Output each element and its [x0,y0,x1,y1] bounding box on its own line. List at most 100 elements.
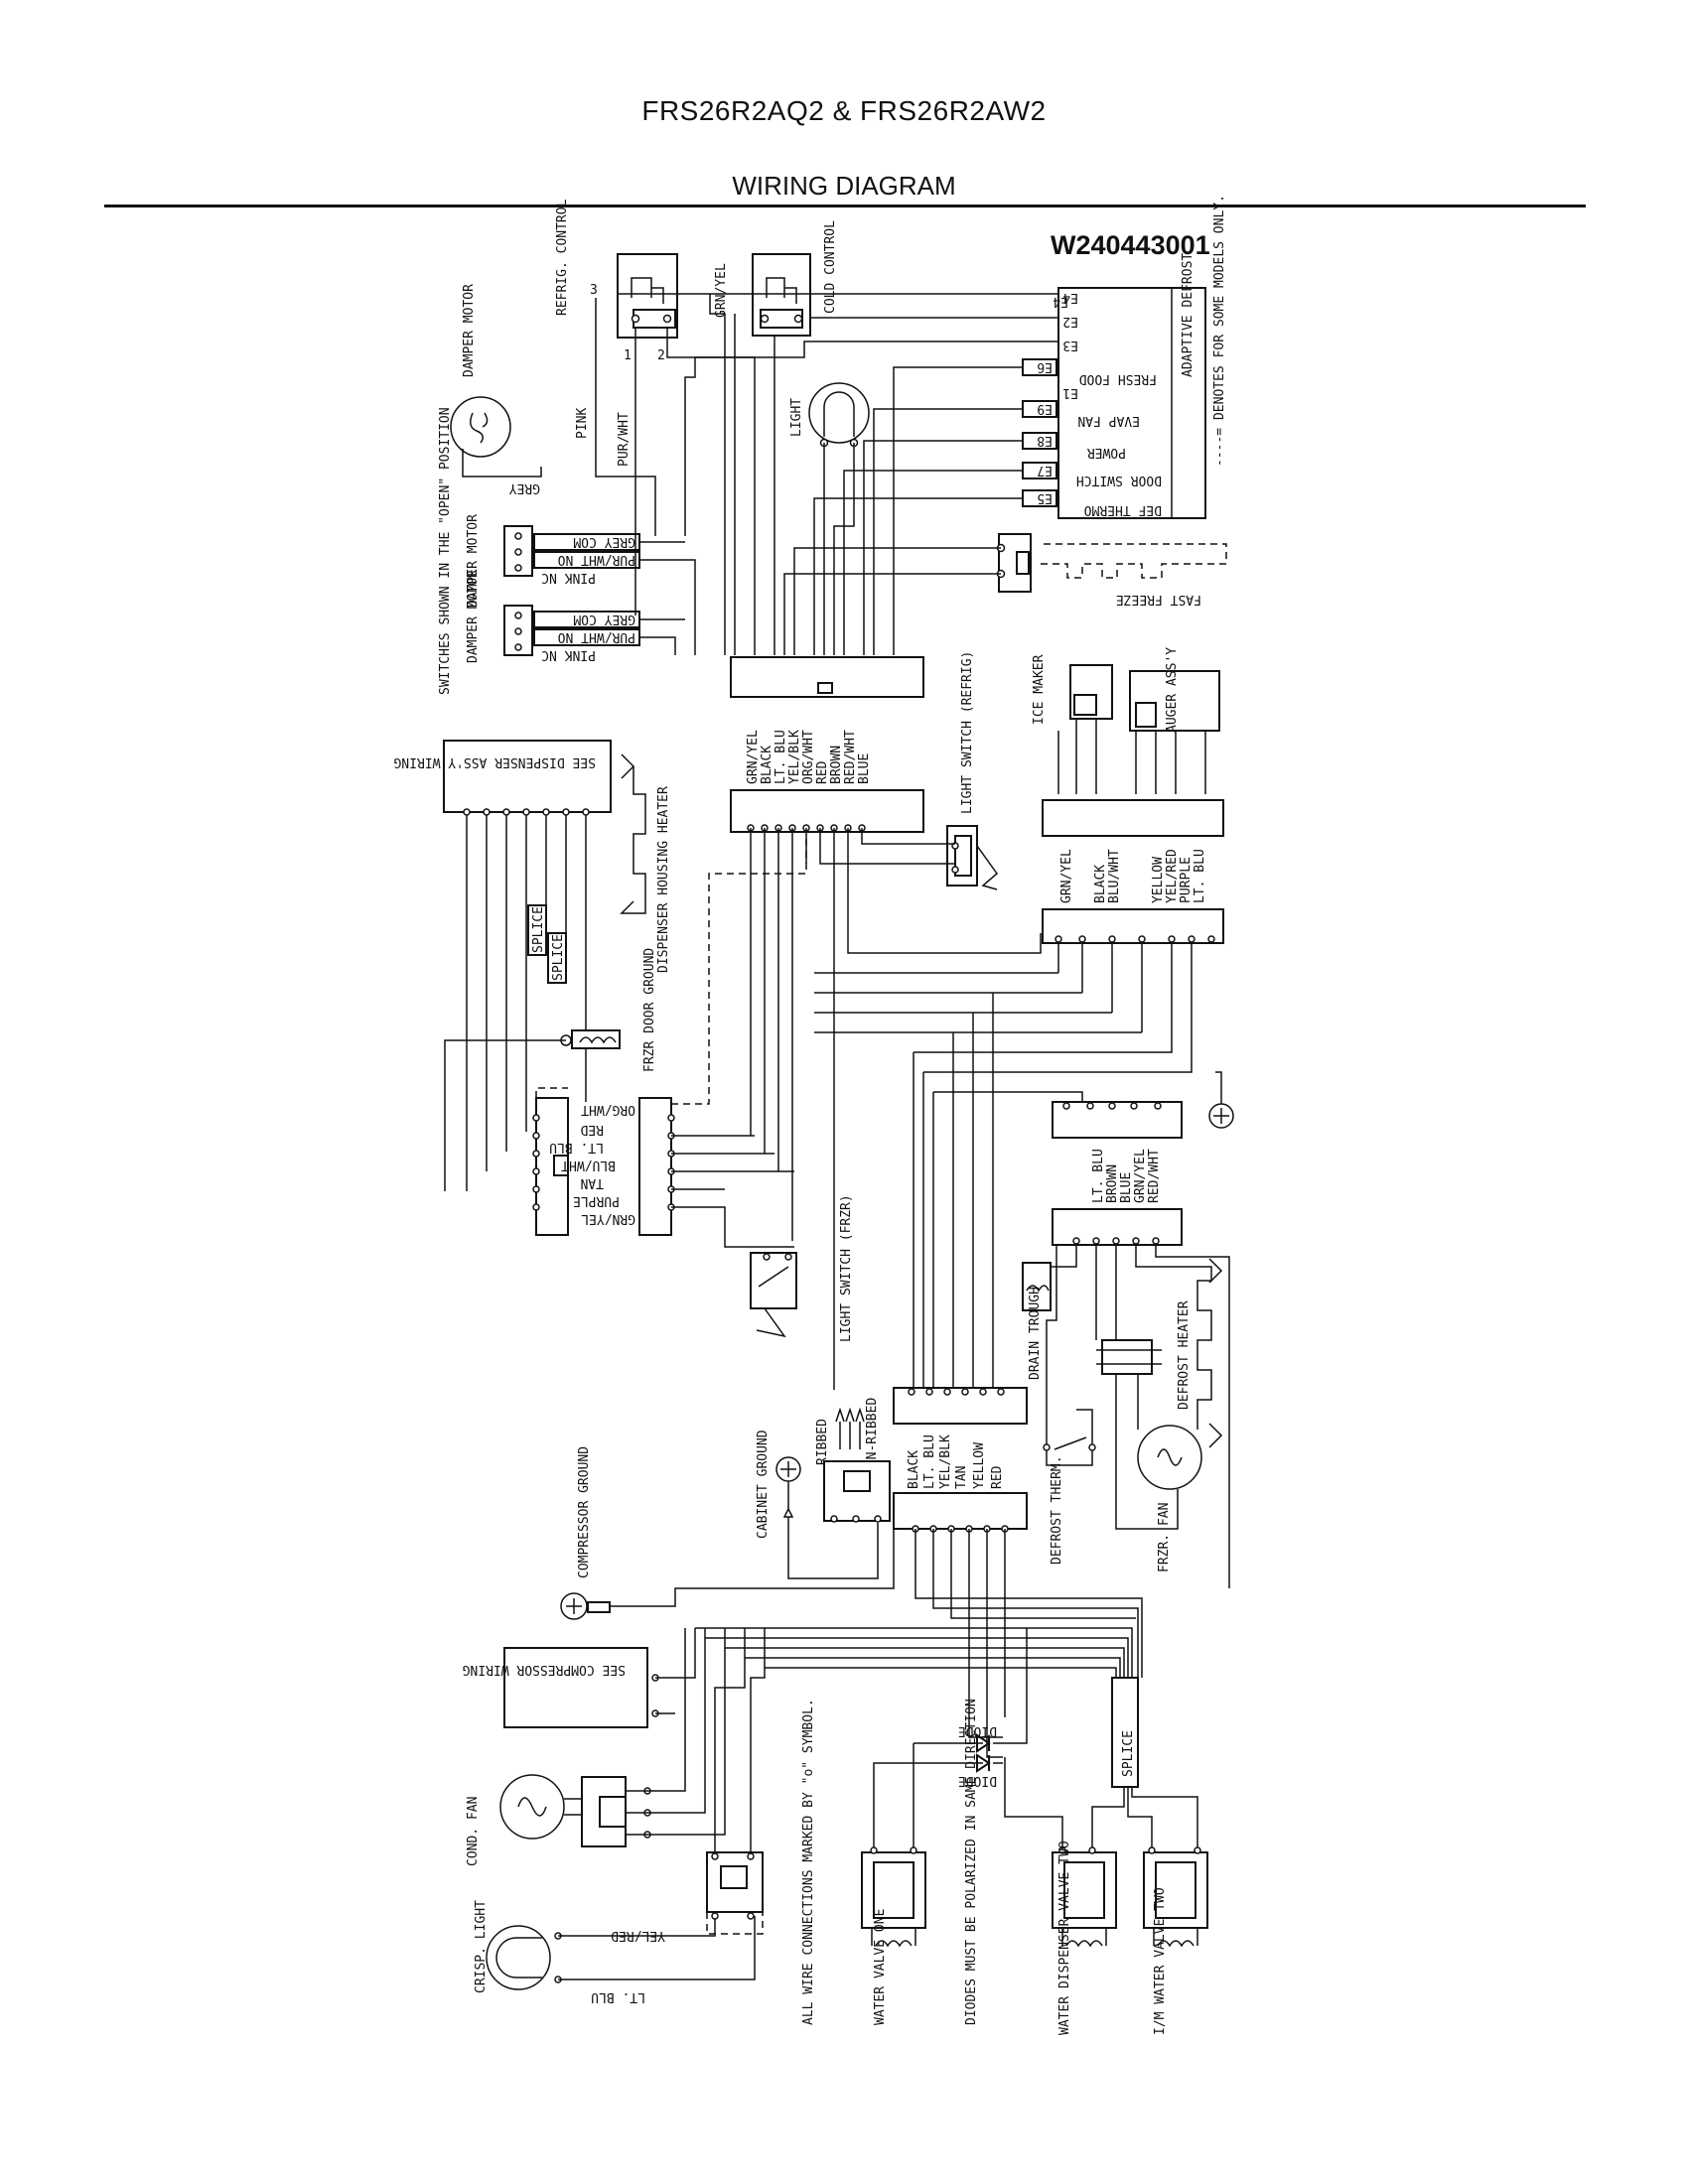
water-valve-one-label: WATER VALVE ONE [873,1909,888,2025]
im-water-valve-label: I/M WATER VALVE TWO [1153,1887,1168,2035]
frzr-wire-4: TAN [581,1175,604,1190]
frzr-door-ground: FRZR DOOR GROUND [444,948,657,1191]
damper-motor: DAMPER MOTOR GREY [450,284,542,495]
title-rule [104,205,1586,207]
ds2-label: DAMPER MOTOR [466,570,481,663]
fast-freeze-label: FAST FREEZE [1116,592,1201,607]
upper-wiring [595,293,1058,655]
crisp-light-label: CRISP. LIGHT [474,1900,489,1993]
frzr-door-connector: ORG/WHT RED LT. BLU BLU/WHT TAN PURPLE G… [532,834,807,1248]
lower-bus [695,1529,1143,1758]
drain-trough: DRAIN TROUGH [1022,1245,1077,1380]
switches-note: SWITCHES SHOWN IN THE "OPEN" POSITION [438,407,453,695]
board-terminal: E4 [1053,294,1068,309]
frzr-door-ground-label: FRZR DOOR GROUND [642,948,657,1072]
refrig-pin-1: 1 [624,348,632,363]
lower-wire-1: LT. BLU [922,1434,937,1489]
pur-wht-wire-label: PUR/WHT [617,412,632,467]
icemaker-wire-6: LT. BLU [1193,849,1207,903]
cabinet-ground-label: CABINET GROUND [756,1430,771,1539]
crisper-switch [706,1628,766,1935]
splice-label-2: SPLICE [551,934,566,981]
harness-wire-8: BLUE [857,753,872,784]
ds1-pur-wht-no: PUR/WHT NO [558,552,635,567]
harness-wire-3: YEL/BLK [787,730,802,784]
pin-e9: E9 [1037,401,1053,416]
harness-wire-5: RED [815,760,830,784]
dispenser-assembly: SEE DISPENSER ASS'Y WIRING DISPENSER HOU… [393,740,671,1191]
page-title: WIRING DIAGRAM [732,171,956,201]
water-dispenser-valve: WATER DISPENSER VALVE TWO [1004,1757,1117,2035]
ds2-grey-com: GREY COM [573,612,635,626]
lower-wire-0: BLACK [907,1450,921,1489]
damper-motor-label: DAMPER MOTOR [462,284,477,377]
grey-label: GREY [509,480,540,495]
harness-wire-6: BROWN [829,746,844,784]
cold-control-label: COLD CONTROL [823,220,838,314]
frzr-wire-label-2: BLUE [1119,1172,1134,1203]
pin-e8: E8 [1037,433,1053,448]
defrost-therm-label: DEFROST THERM. [1050,1455,1064,1565]
cold-control: GRN/YEL COLD CONTROL [714,220,838,337]
board-name: ADAPTIVE DEFROST [1181,253,1196,377]
frzr-wire-3: BLU/WHT [561,1158,616,1172]
model-title: FRS26R2AQ2 & FRS26R2AW2 [641,95,1047,126]
light-bulb: LIGHT [789,382,870,448]
auger-label: AUGER ASS'Y [1165,647,1180,733]
diode-label-1: DIODE [958,1723,997,1738]
frzr-wire-label-1: BROWN [1105,1164,1120,1203]
light-switch-refrig-label: LIGHT SWITCH (REFRIG) [960,651,975,814]
icemaker-connector: GRN/YEL BLACK BLU/WHT YELLOW YEL/RED PUR… [1042,719,1224,944]
fresh-food-label: FRESH FOOD [1079,371,1157,386]
terminal-e3: E3 [1062,338,1078,352]
auger-assembly: AUGER ASS'Y [1129,647,1220,733]
ribbed-connector: RIBBED NON-RIBBED [815,1398,891,1523]
harness-wire-0: GRN/YEL [746,730,761,784]
diode-label-2: DIODE [958,1773,997,1788]
terminal-e2: E2 [1062,314,1078,329]
compressor-ground-label: COMPRESSOR GROUND [577,1446,592,1578]
cond-fan: COND. FAN [466,1628,726,1866]
ds1-label: DAMPER MOTOR [466,514,481,608]
lower-wire-2: YEL/BLK [938,1434,953,1489]
cabinet-ground: CABINET GROUND [756,1430,879,1579]
lower-wire-5: RED [990,1465,1005,1489]
compressor-ref-label: SEE COMPRESSOR WIRING [462,1662,626,1677]
splice-label-1: SPLICE [531,906,546,953]
light-switch-refrig: LIGHT SWITCH (REFRIG) [819,651,999,890]
defrost-heater: DEFROST HEATER [1135,1245,1230,1588]
drain-trough-label: DRAIN TROUGH [1028,1287,1043,1380]
ice-maker: ICE MAKER [1032,654,1113,725]
lt-blu-label: LT. BLU [591,1989,645,2004]
ds2-pur-wht-no: PUR/WHT NO [558,629,635,644]
non-ribbed-label: NON-RIBBED [865,1398,880,1475]
svg-text:E4: E4 [1053,294,1068,309]
control-board: E4 E4 E2 E3 E1 FRESH FOOD EVAP FAN POWER… [1022,195,1227,519]
frzr-wire-1: RED [580,1122,604,1137]
main-harness: GRN/YEL BLACK LT. BLU YEL/BLK ORG/WHT RE… [730,730,924,833]
frzr-wire-label-3: GRN/YEL [1133,1149,1148,1203]
pin-e6: E6 [1037,359,1053,374]
splice-1: SPLICE [527,904,547,956]
harness-wire-7: RED/WHT [843,730,858,784]
cond-fan-label: COND. FAN [466,1797,481,1866]
harness-wire-4: ORG/WHT [801,730,816,784]
lower-wire-3: TAN [954,1466,969,1489]
water-valve-one: WATER VALVE ONE [861,1846,926,2025]
frzr-fan: FRZR. FAN [1095,1245,1202,1572]
frzr-fan-label: FRZR. FAN [1157,1503,1172,1572]
dispenser-heater-label: DISPENSER HOUSING HEATER [656,786,671,973]
part-number: W240443001 [1051,230,1210,260]
ice-maker-label: ICE MAKER [1032,654,1047,725]
lower-connector-top [893,1387,1028,1425]
ds1-pink-nc: PINK NC [541,570,596,585]
frzr-wire-2: LT. BLU [549,1140,604,1155]
upper-harness-connector [730,656,924,698]
light-switch-frzr-label: LIGHT SWITCH (FRZR) [839,1194,854,1342]
splice-2: SPLICE [547,932,567,984]
refrig-control: REFRIG. CONTROL 3 1 2 [555,199,678,363]
light-label: LIGHT [789,398,804,437]
icemaker-wire-0: GRN/YEL [1059,849,1074,903]
pink-wire-label: PINK [575,408,590,439]
pin-connectors: E6 E9 E8 E7 E5 [1022,358,1057,507]
